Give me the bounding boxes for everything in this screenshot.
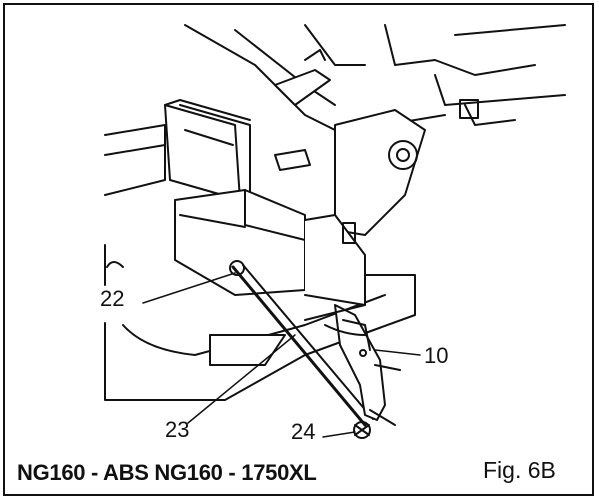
screw-rod	[231, 265, 367, 427]
callout-23: 23	[165, 417, 190, 442]
figure-frame: 22 23 10 24 NG160 - ABS NG160 - 1750XL F…	[3, 3, 594, 496]
leader-23	[187, 334, 296, 424]
knob-24	[353, 421, 371, 439]
leader-24	[322, 431, 356, 438]
callout-24: 24	[291, 419, 316, 444]
callout-22: 22	[100, 286, 125, 311]
figure-caption: NG160 - ABS NG160 - 1750XL	[17, 460, 317, 485]
figure-label: Fig. 6B	[483, 457, 556, 483]
leader-10	[374, 349, 421, 356]
callout-10: 10	[424, 343, 449, 368]
leader-22	[142, 272, 236, 304]
machine-illustration	[104, 24, 566, 439]
pivot-arm	[334, 109, 426, 236]
vise-block	[174, 189, 306, 296]
screw-head-22	[229, 260, 245, 276]
